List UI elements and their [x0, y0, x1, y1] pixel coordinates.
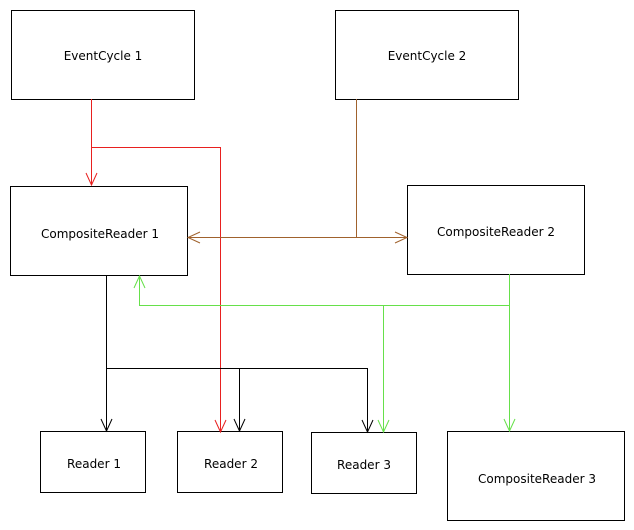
node-compositereader-3[interactable]: CompositeReader 3 [447, 431, 625, 521]
edge-compositereader-1-to-readers [100, 275, 374, 434]
arrowhead [233, 418, 246, 433]
arrowhead [361, 419, 374, 434]
node-label: CompositeReader 2 [437, 225, 555, 239]
node-label: Reader 1 [67, 457, 121, 471]
node-label: CompositeReader 3 [478, 472, 596, 486]
node-reader-2[interactable]: Reader 2 [177, 431, 283, 493]
edge-eventcycle-2-to-composites [186, 99, 409, 244]
node-eventcycle-2[interactable]: EventCycle 2 [335, 10, 519, 100]
arrowhead [186, 231, 201, 244]
arrowhead [214, 419, 227, 434]
node-label: EventCycle 1 [64, 49, 143, 63]
node-compositereader-2[interactable]: CompositeReader 2 [407, 185, 585, 275]
node-label: Reader 2 [204, 457, 258, 471]
arrowhead [503, 418, 516, 433]
node-compositereader-1[interactable]: CompositeReader 1 [10, 186, 188, 276]
arrowhead [85, 172, 98, 187]
arrowhead [394, 231, 409, 244]
edge-eventcycle-1-to-reader-2 [91, 147, 227, 434]
edge-compositereader-2-fanout [133, 274, 516, 434]
arrowhead [133, 274, 146, 289]
node-reader-1[interactable]: Reader 1 [40, 431, 146, 493]
edge-eventcycle-1-to-compositereader-1 [85, 99, 98, 187]
arrowhead [100, 418, 113, 433]
arrowhead [377, 419, 390, 434]
node-label: EventCycle 2 [388, 49, 467, 63]
node-eventcycle-1[interactable]: EventCycle 1 [11, 10, 195, 100]
node-reader-3[interactable]: Reader 3 [311, 432, 417, 494]
node-label: CompositeReader 1 [41, 227, 159, 241]
node-label: Reader 3 [337, 458, 391, 472]
